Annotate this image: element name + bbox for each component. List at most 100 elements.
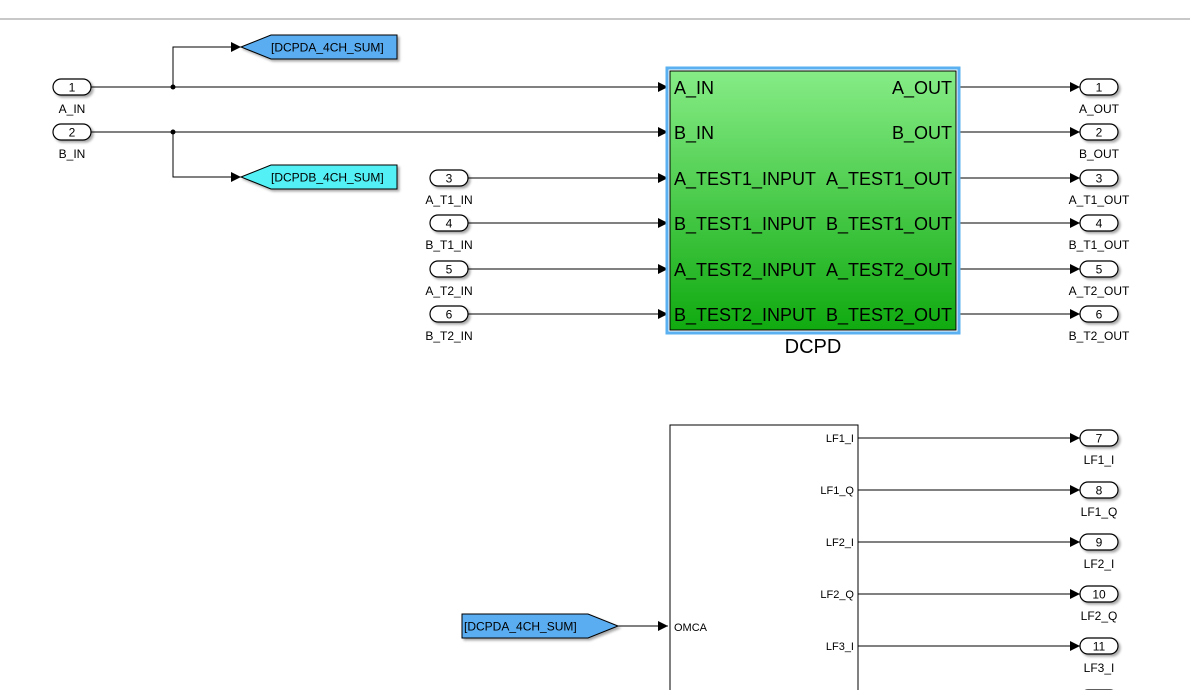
inport-port-number: 1 <box>69 81 76 95</box>
inport-port-A_T1_IN[interactable]: 3A_T1_IN <box>425 169 473 207</box>
inport-port-shape[interactable] <box>429 260 469 278</box>
wire-arrow <box>1070 173 1080 183</box>
wire-b-branch <box>172 132 241 178</box>
outport-port-shape[interactable] <box>1079 533 1119 551</box>
wire-a-branch <box>172 46 241 87</box>
from-tag-label: [DCPDA_4CH_SUM] <box>464 620 577 634</box>
outport-port-A_T2_OUT[interactable]: 5A_T2_OUT <box>1069 260 1130 298</box>
inport-port-shape[interactable] <box>52 123 92 141</box>
inport-port-name: A_T2_IN <box>425 284 472 298</box>
outport-port-name: B_OUT <box>1079 147 1120 161</box>
inport-port-shape[interactable] <box>429 305 469 323</box>
from-tag-shape[interactable] <box>461 613 620 639</box>
inport-port-shape[interactable] <box>52 78 92 96</box>
outport-port-shape[interactable] <box>1079 169 1119 187</box>
wire-arrow <box>658 621 668 631</box>
inport-port-B_T2_IN[interactable]: 6B_T2_IN <box>425 305 473 343</box>
omca-input-label: OMCA <box>674 622 708 634</box>
outport-port-B_T2_OUT[interactable]: 6B_T2_OUT <box>1069 305 1130 343</box>
wire-arrow <box>1070 264 1080 274</box>
omca-output-label: LF1_Q <box>820 485 854 497</box>
outport-port-number: 6 <box>1096 308 1103 322</box>
outport-port-shape[interactable] <box>1079 78 1119 96</box>
inport-port-A_IN[interactable]: 1A_IN <box>52 78 92 116</box>
outport-port-number: 9 <box>1096 536 1103 550</box>
inport-port-number: 5 <box>446 263 453 277</box>
dcpd-output-label: A_OUT <box>892 78 952 99</box>
inport-port-number: 3 <box>446 172 453 186</box>
outport-port-shape[interactable] <box>1079 305 1119 323</box>
wire-arrow <box>658 309 668 319</box>
inport-port-shape[interactable] <box>429 214 469 232</box>
dcpd-input-label: B_IN <box>674 123 714 144</box>
outport-port-A_OUT[interactable]: 1A_OUT <box>1079 78 1120 116</box>
wire-arrow <box>658 218 668 228</box>
goto-tag-dcpda-label: [DCPDA_4CH_SUM] <box>271 41 384 55</box>
omca-output-label: LF3_I <box>826 641 854 653</box>
dcpd-input-label: B_TEST1_INPUT <box>674 214 816 235</box>
goto-tag-dcpdb[interactable]: [DCPDB_4CH_SUM] <box>239 164 398 190</box>
omca-output-label: LF2_Q <box>820 589 854 601</box>
omca-output-label: LF2_I <box>826 537 854 549</box>
outport-port-A_T1_OUT[interactable]: 3A_T1_OUT <box>1069 169 1130 207</box>
from-tag-dcpda[interactable]: [DCPDA_4CH_SUM] <box>461 613 620 639</box>
outport-port-shape[interactable] <box>1079 481 1119 499</box>
wire-arrow <box>1070 127 1080 137</box>
goto-tag-dcpda-shape[interactable] <box>239 34 398 60</box>
dcpd-block-name: DCPD <box>785 336 842 358</box>
inport-port-number: 6 <box>446 308 453 322</box>
outport-port-number: 4 <box>1096 217 1103 231</box>
inport-port-shape[interactable] <box>429 169 469 187</box>
outport-port-number: 11 <box>1093 640 1106 654</box>
dcpd-output-label: A_TEST2_OUT <box>826 260 952 281</box>
dcpd-block[interactable]: A_INB_INA_TEST1_INPUTB_TEST1_INPUTA_TEST… <box>665 66 961 358</box>
inport-port-number: 2 <box>69 126 76 140</box>
outport-port-shape[interactable] <box>1079 214 1119 232</box>
dcpd-selection-outline <box>665 66 961 335</box>
outport-port-name: LF1_I <box>1084 453 1115 467</box>
inport-port-name: A_IN <box>59 102 86 116</box>
outport-port-name: B_T1_OUT <box>1069 238 1130 252</box>
outport-port-shape[interactable] <box>1079 429 1119 447</box>
blocks-layer: 1A_IN2B_IN3A_T1_IN4B_T1_IN5A_T2_IN6B_T2_… <box>52 34 1130 690</box>
outport-port-name: LF1_Q <box>1081 505 1118 519</box>
dcpd-input-label: A_TEST2_INPUT <box>674 260 816 281</box>
outport-port-B_T1_OUT[interactable]: 4B_T1_OUT <box>1069 214 1130 252</box>
wire-arrow <box>658 264 668 274</box>
dcpd-block-body[interactable] <box>669 70 957 331</box>
inport-port-name: B_T2_IN <box>425 329 472 343</box>
outport-port-shape[interactable] <box>1079 260 1119 278</box>
dcpd-input-label: A_TEST1_INPUT <box>674 169 816 190</box>
inport-port-B_T1_IN[interactable]: 4B_T1_IN <box>425 214 473 252</box>
inport-port-B_IN[interactable]: 2B_IN <box>52 123 92 161</box>
inport-port-A_T2_IN[interactable]: 5A_T2_IN <box>425 260 473 298</box>
outport-port-shape[interactable] <box>1079 637 1119 655</box>
outport-port-number: 8 <box>1096 484 1103 498</box>
dcpd-input-label: B_TEST2_INPUT <box>674 305 816 326</box>
goto-tag-dcpda[interactable]: [DCPDA_4CH_SUM] <box>239 34 398 60</box>
outport-port-B_OUT[interactable]: 2B_OUT <box>1079 123 1120 161</box>
omca-block-body[interactable] <box>669 424 859 690</box>
wire-arrow <box>231 172 241 182</box>
outport-port-number: 3 <box>1096 172 1103 186</box>
outport-port-shape[interactable] <box>1079 585 1119 603</box>
outport-port-shape[interactable] <box>1079 123 1119 141</box>
outport-port-name: A_T1_OUT <box>1069 193 1130 207</box>
outport-port-number: 5 <box>1096 263 1103 277</box>
outport-port-name: A_T2_OUT <box>1069 284 1130 298</box>
outport-port-name: LF3_I <box>1084 661 1115 675</box>
goto-tag-dcpdb-label: [DCPDB_4CH_SUM] <box>271 171 384 185</box>
wire-arrow <box>1070 641 1080 651</box>
goto-tag-dcpdb-shape[interactable] <box>239 164 398 190</box>
inport-port-name: B_T1_IN <box>425 238 472 252</box>
outport-port-number: 7 <box>1096 432 1103 446</box>
signal-lines <box>91 42 1080 651</box>
inport-port-number: 4 <box>446 217 453 231</box>
